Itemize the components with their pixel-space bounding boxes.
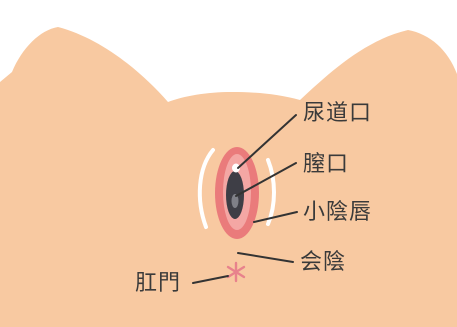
label-perineum: 会陰 (300, 250, 346, 276)
label-urethral-opening: 尿道口 (303, 101, 372, 127)
label-vaginal-opening: 膣口 (303, 152, 349, 178)
label-labia-minora: 小陰唇 (303, 200, 372, 226)
label-anus: 肛門 (135, 271, 181, 297)
